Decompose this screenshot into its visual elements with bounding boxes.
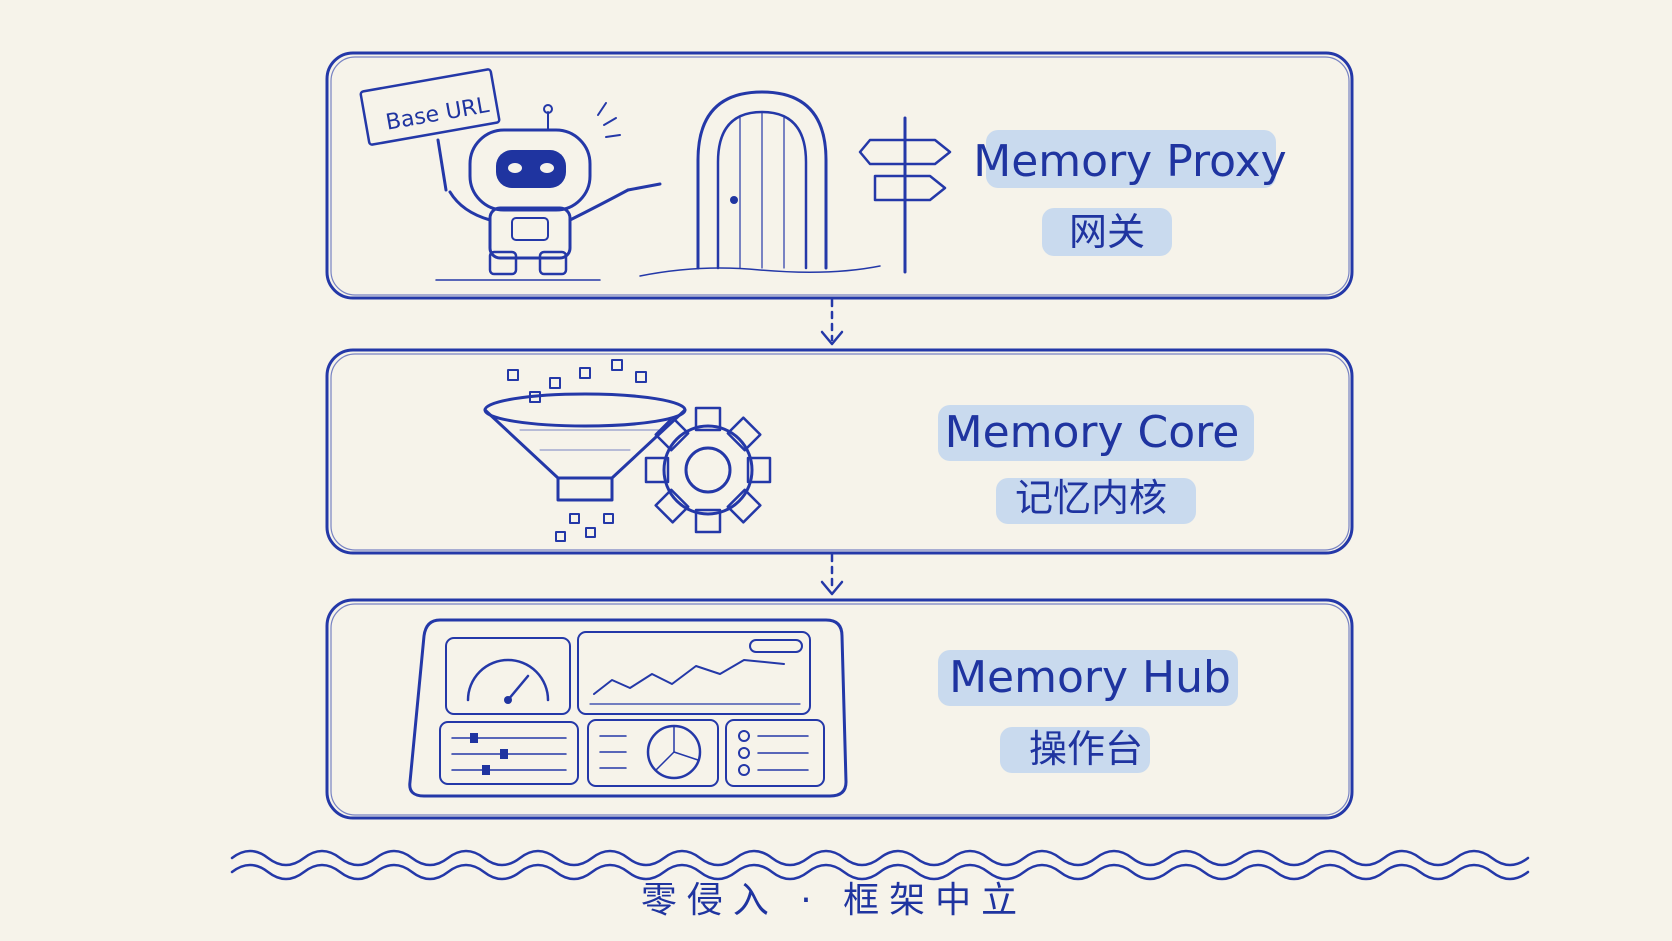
layer-core-title: Memory Core xyxy=(945,407,1240,458)
layer-hub: Memory Hub 操作台 xyxy=(325,598,1354,820)
layer-hub-box xyxy=(325,598,1354,820)
layer-core-box xyxy=(325,348,1354,555)
layer-proxy: Base URL xyxy=(325,51,1354,300)
footer-tagline: 零侵入 · 框架中立 xyxy=(641,880,1027,921)
layer-proxy-subtitle: 网关 xyxy=(1069,210,1145,254)
signpost-icon xyxy=(858,116,952,274)
layer-proxy-box xyxy=(325,51,1354,300)
layer-hub-subtitle: 操作台 xyxy=(1029,727,1143,771)
sign-label: Base URL xyxy=(384,93,492,136)
funnel-icon xyxy=(483,359,687,542)
door-icon xyxy=(639,90,881,277)
wave-divider xyxy=(230,849,1530,867)
layer-core-subtitle: 记忆内核 xyxy=(1015,476,1167,520)
layer-core: Memory Core 记忆内核 xyxy=(325,348,1354,555)
gear-icon xyxy=(644,406,772,534)
layer-proxy-title: Memory Proxy xyxy=(973,136,1286,187)
arrow-proxy-to-core xyxy=(820,298,844,346)
robot-icon: Base URL xyxy=(359,68,662,281)
arrow-core-to-hub xyxy=(820,553,844,596)
layer-hub-title: Memory Hub xyxy=(949,652,1231,703)
dashboard-icon xyxy=(408,618,848,798)
